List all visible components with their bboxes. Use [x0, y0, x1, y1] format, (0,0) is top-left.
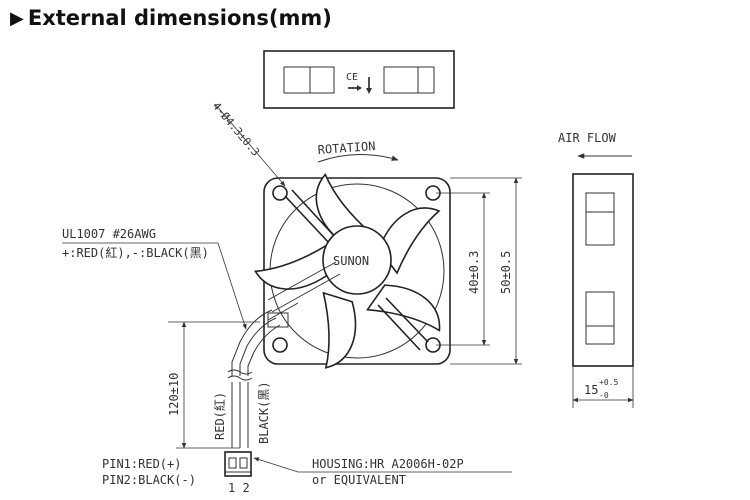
lead-wires	[227, 309, 281, 448]
housing-label: HOUSING:HR A2006H-02P	[312, 457, 464, 471]
hole-spec-label: 4-Ø4.3±0.3	[210, 100, 263, 159]
label-box: CE	[263, 50, 455, 109]
air-flow-label: AIR FLOW	[558, 131, 617, 145]
lead-length-label: 120±10	[167, 373, 181, 416]
hole-pitch-label: 40±0.3	[467, 251, 481, 294]
thickness-lower-tolerance: -0	[599, 391, 609, 400]
fan-side-view	[572, 173, 634, 367]
wire-type-label: UL1007 #26AWG	[62, 227, 156, 241]
pin2-label: PIN2:BLACK(-)	[102, 473, 196, 487]
page-title: ▶ External dimensions(mm)	[10, 6, 332, 30]
pin1-label: PIN1:RED(+)	[102, 457, 181, 471]
wire-colors-label: +:RED(紅),-:BLACK(黑)	[62, 246, 209, 260]
triangle-bullet-icon: ▶	[10, 7, 24, 29]
mounting-hole-top-left	[272, 185, 288, 201]
fan-hub	[322, 225, 392, 295]
fan-size-label: 50±0.5	[499, 251, 513, 294]
mounting-hole-bottom-left	[272, 337, 288, 353]
label-window-right	[383, 66, 435, 94]
label-window-left	[283, 66, 335, 94]
red-wire-label: RED(紅)	[213, 392, 227, 440]
rotation-label: ROTATION	[317, 139, 376, 157]
page-title-text: External dimensions(mm)	[27, 6, 332, 30]
equivalent-label: or EQUIVALENT	[312, 473, 406, 487]
connector-housing	[224, 451, 252, 477]
brand-label: SUNON	[333, 254, 369, 268]
rotation-arrow	[317, 154, 399, 163]
thickness-label: 15	[584, 383, 598, 397]
thickness-upper-tolerance: +0.5	[599, 378, 618, 387]
arrow-down-right-icon	[348, 77, 372, 94]
pin-numbers-label: 1 2	[228, 481, 250, 495]
black-wire-label: BLACK(黑)	[257, 381, 271, 444]
fan-front-view: SUNON	[254, 172, 451, 369]
ce-mark: CE	[346, 72, 358, 83]
wire-clip	[267, 312, 289, 328]
